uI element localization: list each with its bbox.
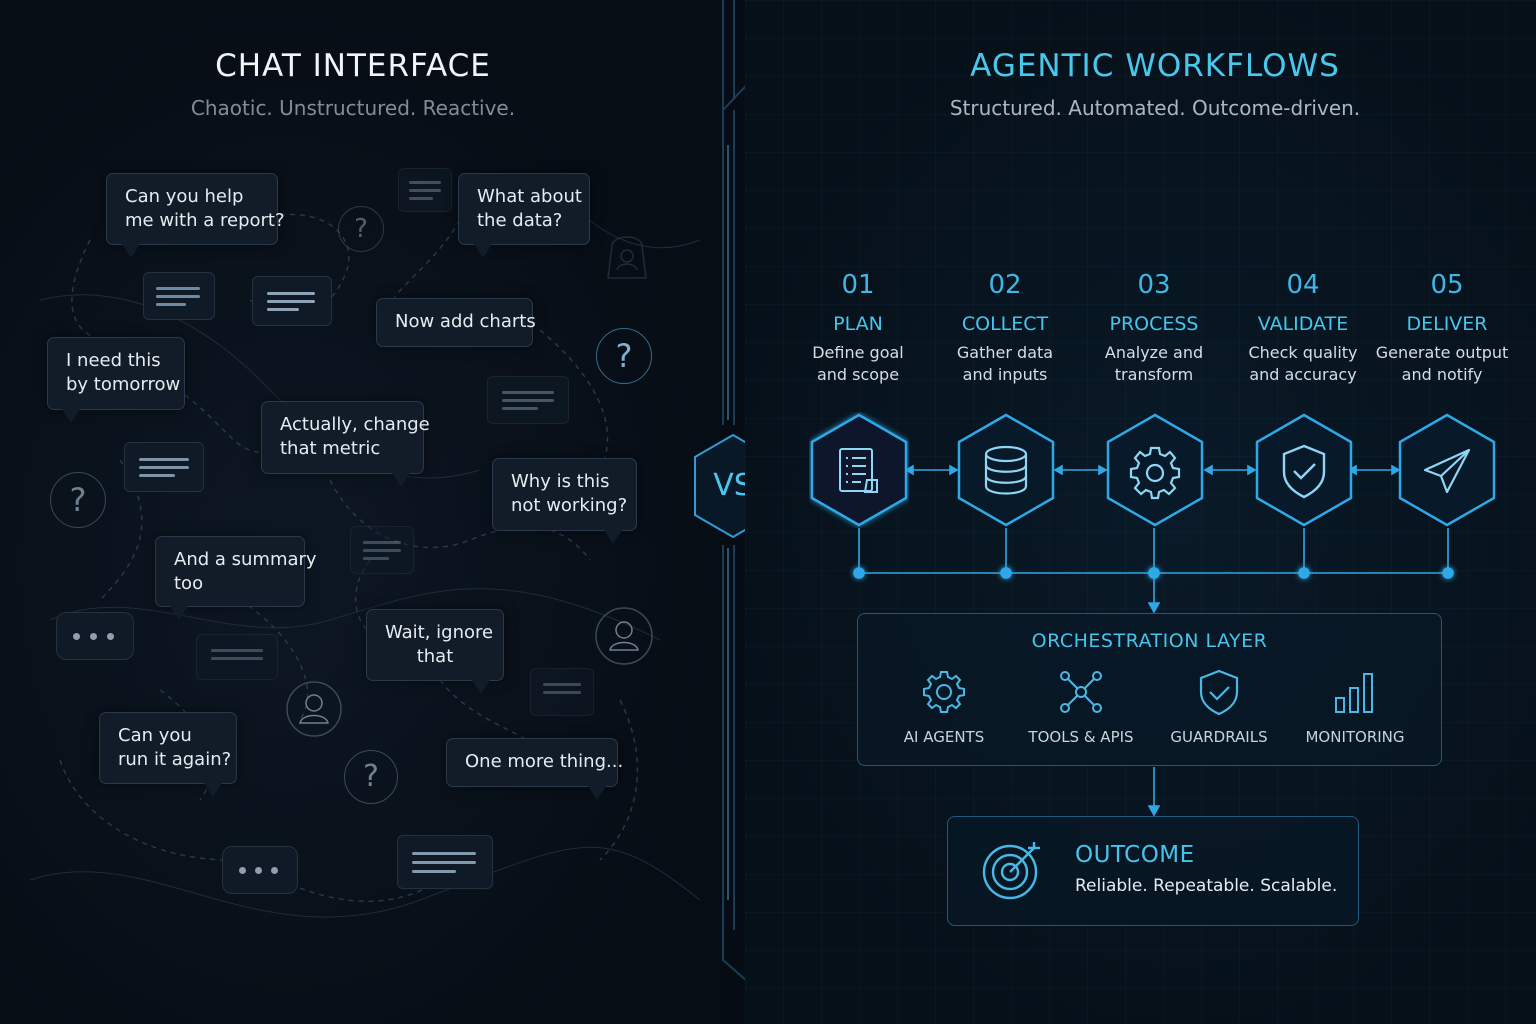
left-title: CHAT INTERFACE [215, 48, 491, 84]
gear-icon [1129, 446, 1181, 500]
step-number: 05 [1430, 270, 1464, 300]
user-avatar-icon [286, 681, 342, 737]
message-card-icon [398, 168, 452, 212]
chat-bubble-tail [122, 244, 140, 258]
chat-bubble-text: Can you run it again? [118, 725, 232, 770]
message-card-icon [196, 634, 278, 680]
chat-bubble-tail [474, 244, 492, 258]
chat-bubble-text: Wait, ignore that [385, 622, 494, 667]
message-card-icon [124, 442, 204, 492]
orchestration-item: MONITORING [1285, 668, 1425, 746]
step-number: 03 [1137, 270, 1171, 300]
step-title: PROCESS [1109, 313, 1199, 335]
question-icon: ? [344, 750, 398, 804]
chat-bubble-text: Can you help me with a report? [125, 186, 285, 231]
step-hexagon [1106, 413, 1204, 527]
user-avatar-icon [607, 236, 647, 279]
chat-bubble: I need this by tomorrow [47, 337, 185, 410]
step-description: Generate output and notify [1375, 343, 1509, 384]
chat-bubble: Wait, ignore that [366, 609, 504, 681]
step-hexagon [1398, 413, 1496, 527]
message-card-icon [350, 526, 414, 574]
chat-bubble-text: Actually, change that metric [280, 414, 430, 459]
chat-bubble: Now add charts [376, 298, 536, 347]
orchestration-label: GUARDRAILS [1170, 728, 1268, 746]
orchestration-label: TOOLS & APIS [1028, 728, 1134, 746]
typing-indicator-icon [222, 846, 298, 894]
shield-check-icon [1282, 444, 1326, 499]
chat-bubble-tail [604, 530, 622, 544]
chat-bubble-tail [588, 786, 606, 800]
orchestration-item: AI AGENTS [874, 668, 1014, 746]
shield-check-icon [1199, 669, 1239, 716]
network-icon [1060, 671, 1102, 713]
step-title: DELIVER [1406, 313, 1488, 335]
right-title: AGENTIC WORKFLOWS [970, 48, 1340, 84]
orchestration-item: GUARDRAILS [1149, 668, 1289, 746]
chat-bubble-text: One more thing... [465, 751, 624, 772]
chat-bubble-tail [472, 680, 490, 694]
question-icon: ? [50, 472, 106, 528]
orchestration-item: TOOLS & APIS [1011, 668, 1151, 746]
step-title: COLLECT [961, 313, 1049, 335]
chat-bubble-text: What about the data? [477, 186, 582, 231]
message-card-icon [143, 272, 215, 320]
chat-bubble-text: I need this by tomorrow [66, 350, 181, 395]
chat-bubble: What about the data? [458, 173, 590, 245]
question-icon: ? [338, 206, 384, 252]
typing-indicator-icon [56, 612, 134, 660]
chat-bubble: And a summary too [155, 536, 317, 607]
step-hexagon [810, 413, 908, 527]
step-title: PLAN [833, 313, 883, 335]
orchestration-label: AI AGENTS [903, 728, 985, 746]
chat-bubble: Can you help me with a report? [106, 173, 285, 245]
database-icon [984, 445, 1028, 495]
chat-bubble-text: Why is this not working? [511, 471, 628, 516]
orchestration-layer [857, 613, 1442, 766]
step-hexagon [1255, 413, 1353, 527]
orchestration-label: MONITORING [1305, 728, 1405, 746]
chat-bubble-text: Now add charts [395, 311, 536, 332]
chat-bubble-tail [392, 473, 410, 487]
step-number: 02 [988, 270, 1022, 300]
chat-bubble: Actually, change that metric [261, 401, 430, 474]
message-card-icon [397, 835, 493, 889]
outcome-box [947, 816, 1359, 926]
chat-bubble: Why is this not working? [492, 458, 637, 531]
outcome-title: OUTCOME [1075, 842, 1195, 868]
question-icon: ? [596, 328, 652, 384]
chat-bubble-tail [62, 409, 80, 423]
right-subtitle: Structured. Automated. Outcome-driven. [949, 96, 1361, 120]
left-subtitle: Chaotic. Unstructured. Reactive. [190, 96, 516, 120]
paper-plane-icon [1423, 448, 1471, 494]
chat-bubble-tail [204, 783, 222, 797]
document-icon [839, 448, 878, 493]
step-number: 01 [841, 270, 875, 300]
step-title: VALIDATE [1257, 313, 1349, 335]
chat-bubble: Can you run it again? [99, 712, 237, 784]
step-description: Gather data and inputs [956, 343, 1054, 384]
bar-chart-icon [1335, 673, 1373, 713]
step-description: Check quality and accuracy [1248, 343, 1358, 384]
message-card-icon [530, 668, 594, 716]
message-card-icon [252, 276, 332, 326]
gear-icon [923, 671, 965, 713]
step-hexagon [957, 413, 1055, 527]
step-number: 04 [1286, 270, 1320, 300]
target-icon [982, 842, 1040, 900]
workflow-connectors [853, 464, 1454, 817]
user-avatar-icon [595, 607, 653, 665]
orchestration-title: ORCHESTRATION LAYER [1031, 630, 1268, 652]
chat-bubble-tail [170, 606, 188, 620]
step-description: Analyze and transform [1104, 343, 1204, 384]
message-card-icon [487, 376, 569, 424]
step-description: Define goal and scope [812, 343, 904, 384]
chat-bubble-text: And a summary too [174, 549, 317, 594]
outcome-subtitle: Reliable. Repeatable. Scalable. [1075, 876, 1338, 896]
chat-bubble: One more thing... [446, 738, 623, 787]
